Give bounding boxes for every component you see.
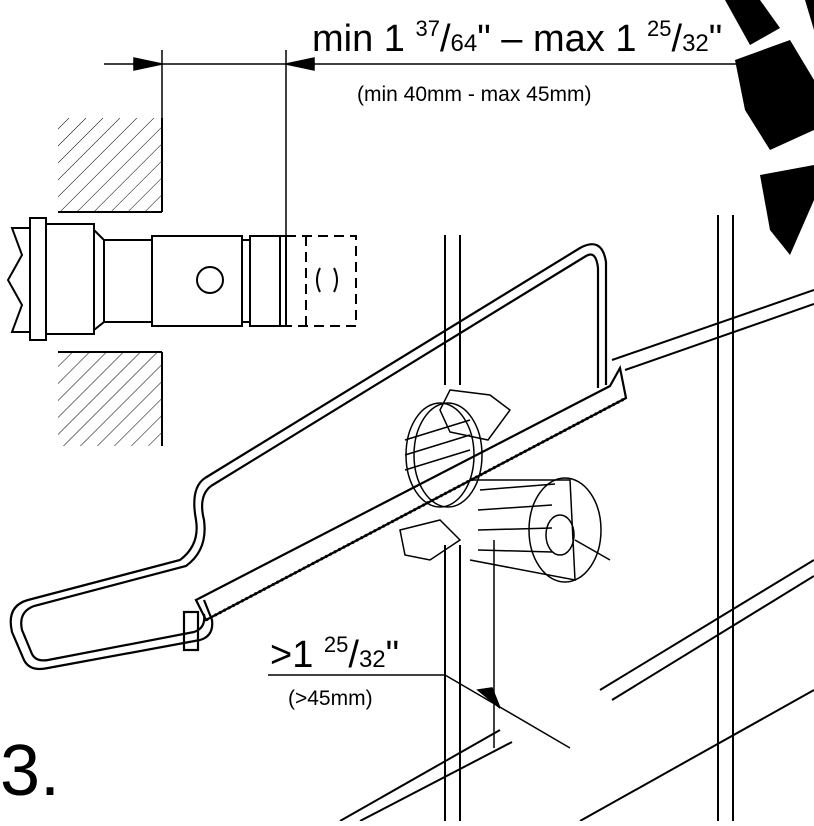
- tile-grid: [339, 215, 814, 822]
- hacksaw: [9, 243, 628, 671]
- step-number: 3.: [0, 731, 61, 811]
- bottom-dimension-label: >1 25/32": [270, 632, 400, 676]
- top-dimension-slash-2: /: [671, 18, 683, 60]
- bottom-dimension-metric: (>45mm): [288, 687, 373, 710]
- bottom-dimension-slash: /: [348, 634, 359, 676]
- top-dimension-numerator-2: 25: [647, 16, 672, 41]
- top-dimension-suffix: ": [708, 18, 723, 60]
- bottom-dimension-prefix: >1: [270, 634, 324, 676]
- bottom-dimension-lines: [268, 540, 571, 749]
- bottom-dimension-numerator: 25: [323, 632, 349, 657]
- top-dimension-lines: [104, 50, 780, 236]
- threaded-fitting: [399, 389, 611, 583]
- bottom-dimension-denominator: 32: [358, 646, 386, 673]
- top-dimension-denominator-1: 64: [450, 30, 478, 57]
- top-dimension-slash-1: /: [439, 18, 451, 60]
- top-dimension-mid: " – max 1: [477, 18, 648, 60]
- bottom-dimension-suffix: ": [385, 634, 400, 676]
- top-dimension-denominator-2: 32: [682, 30, 709, 57]
- wall-section: [58, 118, 163, 446]
- valve-section: [6, 217, 357, 341]
- top-dimension-prefix: min 1: [312, 18, 416, 60]
- top-dimension-numerator-1: 37: [415, 16, 440, 41]
- top-dimension-label: min 1 37/64" – max 1 25/32": [312, 16, 723, 60]
- corner-mark: [725, 0, 814, 255]
- top-dimension-metric: (min 40mm - max 45mm): [357, 83, 592, 106]
